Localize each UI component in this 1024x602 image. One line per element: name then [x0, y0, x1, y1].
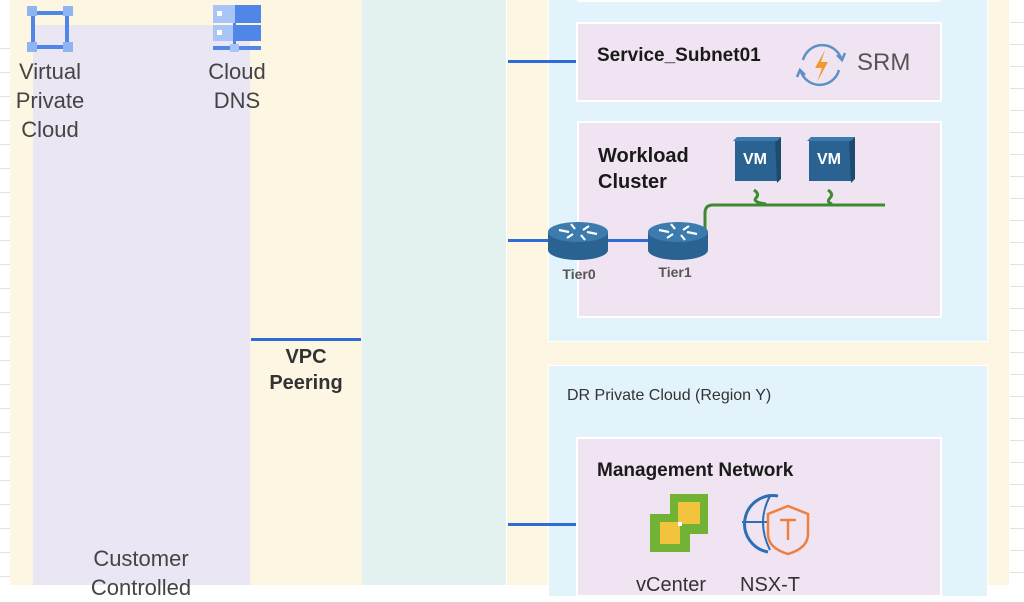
- customer-controlled-label: Customer Controlled: [60, 544, 222, 602]
- peering-label-line: Peering: [269, 372, 343, 394]
- vm-label: VM: [817, 151, 841, 168]
- vm-icon: VM: [731, 137, 783, 185]
- left-grid-strip: [0, 0, 12, 585]
- vpc-peering-label: VPC Peering: [252, 344, 360, 396]
- vpc-label-line: Cloud: [21, 117, 79, 142]
- nsx-t-label: NSX-T: [740, 574, 800, 596]
- dns-label: Cloud DNS: [192, 57, 282, 115]
- vpc-label-line: Virtual: [19, 59, 81, 84]
- tier1-label: Tier1: [658, 264, 692, 280]
- srm-icon: [791, 38, 851, 92]
- vpc-label: Virtual Private Cloud: [5, 57, 95, 144]
- tier0-tier1-link: [605, 239, 649, 242]
- nsx-t-icon: [738, 492, 814, 556]
- cloud-dns-icon: [211, 4, 263, 54]
- vm-icon: VM: [805, 137, 857, 185]
- service-subnet-title: Service_Subnet01: [597, 45, 761, 66]
- vpc-label-line: Private: [15, 88, 85, 113]
- vcenter-label: vCenter: [636, 574, 707, 596]
- customer-label-line: Controlled: [90, 575, 192, 600]
- workload-cluster-title: Workload Cluster: [598, 143, 689, 195]
- workload-title-line: Workload: [598, 145, 689, 167]
- management-network-title: Management Network: [597, 460, 794, 481]
- workload-title-line: Cluster: [598, 171, 667, 193]
- workload-segment-line: [700, 188, 890, 238]
- service-subnet-link: [508, 60, 577, 63]
- management-network-box: [576, 437, 942, 597]
- vm-label: VM: [743, 151, 767, 168]
- service-networking-column: [362, 0, 506, 585]
- service-subnet-box: [576, 22, 942, 102]
- top-white-box: [577, 0, 941, 2]
- router-icon: [647, 220, 709, 262]
- virtual-private-cloud-icon: [25, 4, 75, 54]
- peering-label-line: VPC: [285, 346, 327, 368]
- vpc-peering-link: [251, 338, 361, 341]
- router-icon: [547, 220, 609, 262]
- customer-label-line: Customer: [93, 546, 189, 571]
- tier0-label: Tier0: [562, 266, 596, 282]
- tier0-uplink: [508, 239, 550, 242]
- dr-private-cloud-title: DR Private Cloud (Region Y): [567, 387, 772, 404]
- management-network-link: [508, 523, 577, 526]
- customer-controlled-box: [33, 25, 250, 585]
- vcenter-icon: [648, 492, 712, 556]
- right-grid-strip: [1009, 0, 1024, 585]
- dns-label-line: Cloud: [208, 59, 266, 84]
- dns-label-line: DNS: [213, 88, 261, 113]
- srm-label: SRM: [857, 49, 911, 76]
